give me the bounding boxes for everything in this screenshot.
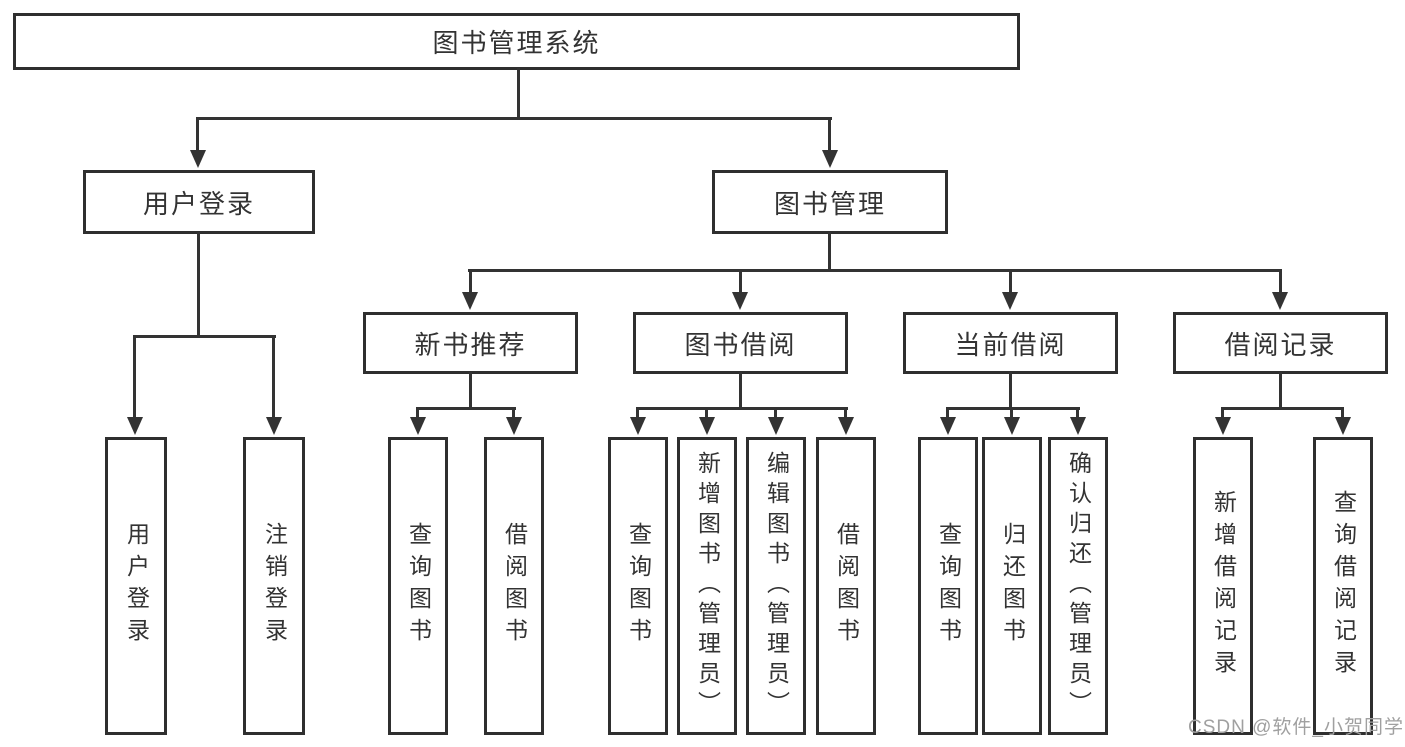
connector-leaf-drop	[705, 407, 708, 423]
leaf-user-login-label: 用户登录	[123, 522, 150, 650]
connector-root-branch	[197, 117, 832, 120]
leaf-query-book-borrow-label: 查询图书	[625, 522, 652, 650]
leaf-add-book-admin: 新增图书（管理员）	[677, 437, 737, 735]
connector-leaf-drop	[272, 335, 275, 421]
connector-user-login-drop	[196, 117, 199, 155]
arrow-down-icon	[838, 417, 854, 435]
arrow-down-icon	[506, 417, 522, 435]
arrow-down-icon	[1070, 417, 1086, 435]
arrow-down-icon	[630, 417, 646, 435]
connector-leaf-drop	[1010, 407, 1013, 423]
connector-leaf-drop	[1076, 407, 1079, 423]
leaf-borrow-book: 借阅图书	[816, 437, 876, 735]
leaf-logout: 注销登录	[243, 437, 305, 735]
arrow-down-icon	[1335, 417, 1351, 435]
node-user-login: 用户登录	[83, 170, 315, 234]
connector-level2-drop	[469, 269, 472, 297]
arrow-down-icon	[732, 292, 748, 310]
node-root-library-system: 图书管理系统	[13, 13, 1020, 70]
csdn-watermark: CSDN @软件_小贺同学	[1188, 717, 1404, 738]
connector-book-mgmt-branch	[468, 269, 1282, 272]
connector-new-book-branch	[417, 407, 516, 410]
leaf-query-borrow-record: 查询借阅记录	[1313, 437, 1373, 735]
connector-leaf-drop	[774, 407, 777, 423]
leaf-edit-book-admin: 编辑图书（管理员）	[746, 437, 806, 735]
node-new-book-recommend: 新书推荐	[363, 312, 578, 374]
arrow-down-icon	[127, 417, 143, 435]
arrow-down-icon	[462, 292, 478, 310]
arrow-down-icon	[190, 150, 206, 168]
leaf-add-borrow-record-label: 新增借阅记录	[1210, 490, 1237, 682]
connector-book-borrow-branch	[637, 407, 848, 410]
leaf-borrow-book-recommend: 借阅图书	[484, 437, 544, 735]
connector-book-mgmt-drop	[828, 117, 831, 155]
leaf-borrow-book-label: 借阅图书	[833, 522, 860, 650]
connector-book-mgmt-stem	[828, 232, 831, 272]
leaf-query-book-recommend: 查询图书	[388, 437, 448, 735]
connector-level2-drop	[1009, 269, 1012, 297]
leaf-user-login: 用户登录	[105, 437, 167, 735]
connector-leaf-drop	[844, 407, 847, 423]
node-borrow-records: 借阅记录	[1173, 312, 1388, 374]
connector-root-stem	[517, 68, 520, 120]
leaf-query-book-borrow: 查询图书	[608, 437, 668, 735]
connector-leaf-drop	[416, 407, 419, 423]
leaf-add-book-admin-label: 新增图书（管理员）	[694, 451, 721, 721]
leaf-query-book-current-label: 查询图书	[935, 522, 962, 650]
connector-new-book-stem	[469, 372, 472, 410]
leaf-add-borrow-record: 新增借阅记录	[1193, 437, 1253, 735]
leaf-query-borrow-record-label: 查询借阅记录	[1330, 490, 1357, 682]
connector-leaf-drop	[946, 407, 949, 423]
leaf-query-book-recommend-label: 查询图书	[405, 522, 432, 650]
connector-leaf-drop	[1221, 407, 1224, 423]
leaf-query-book-current: 查询图书	[918, 437, 978, 735]
node-book-management: 图书管理	[712, 170, 948, 234]
arrow-down-icon	[822, 150, 838, 168]
leaf-borrow-book-recommend-label: 借阅图书	[501, 522, 528, 650]
connector-user-login-stem	[197, 232, 200, 338]
node-book-borrow: 图书借阅	[633, 312, 848, 374]
arrow-down-icon	[266, 417, 282, 435]
leaf-return-book-label: 归还图书	[999, 522, 1026, 650]
connector-leaf-drop	[636, 407, 639, 423]
connector-level2-drop	[1279, 269, 1282, 297]
connector-borrow-records-stem	[1279, 372, 1282, 410]
arrow-down-icon	[1272, 292, 1288, 310]
connector-leaf-drop	[133, 335, 136, 421]
node-current-borrow: 当前借阅	[903, 312, 1118, 374]
arrow-down-icon	[1004, 417, 1020, 435]
arrow-down-icon	[699, 417, 715, 435]
leaf-confirm-return-admin-label: 确认归还（管理员）	[1065, 451, 1092, 721]
leaf-return-book: 归还图书	[982, 437, 1042, 735]
connector-user-login-branch	[134, 335, 276, 338]
connector-current-borrow-branch	[946, 407, 1080, 410]
connector-level2-drop	[739, 269, 742, 297]
arrow-down-icon	[410, 417, 426, 435]
leaf-edit-book-admin-label: 编辑图书（管理员）	[763, 451, 790, 721]
connector-leaf-drop	[512, 407, 515, 423]
arrow-down-icon	[768, 417, 784, 435]
connector-borrow-records-branch	[1221, 407, 1343, 410]
connector-current-borrow-stem	[1009, 372, 1012, 410]
arrow-down-icon	[940, 417, 956, 435]
connector-book-borrow-stem	[739, 372, 742, 410]
connector-leaf-drop	[1341, 407, 1344, 423]
arrow-down-icon	[1215, 417, 1231, 435]
leaf-confirm-return-admin: 确认归还（管理员）	[1048, 437, 1108, 735]
arrow-down-icon	[1002, 292, 1018, 310]
leaf-logout-label: 注销登录	[261, 522, 288, 650]
